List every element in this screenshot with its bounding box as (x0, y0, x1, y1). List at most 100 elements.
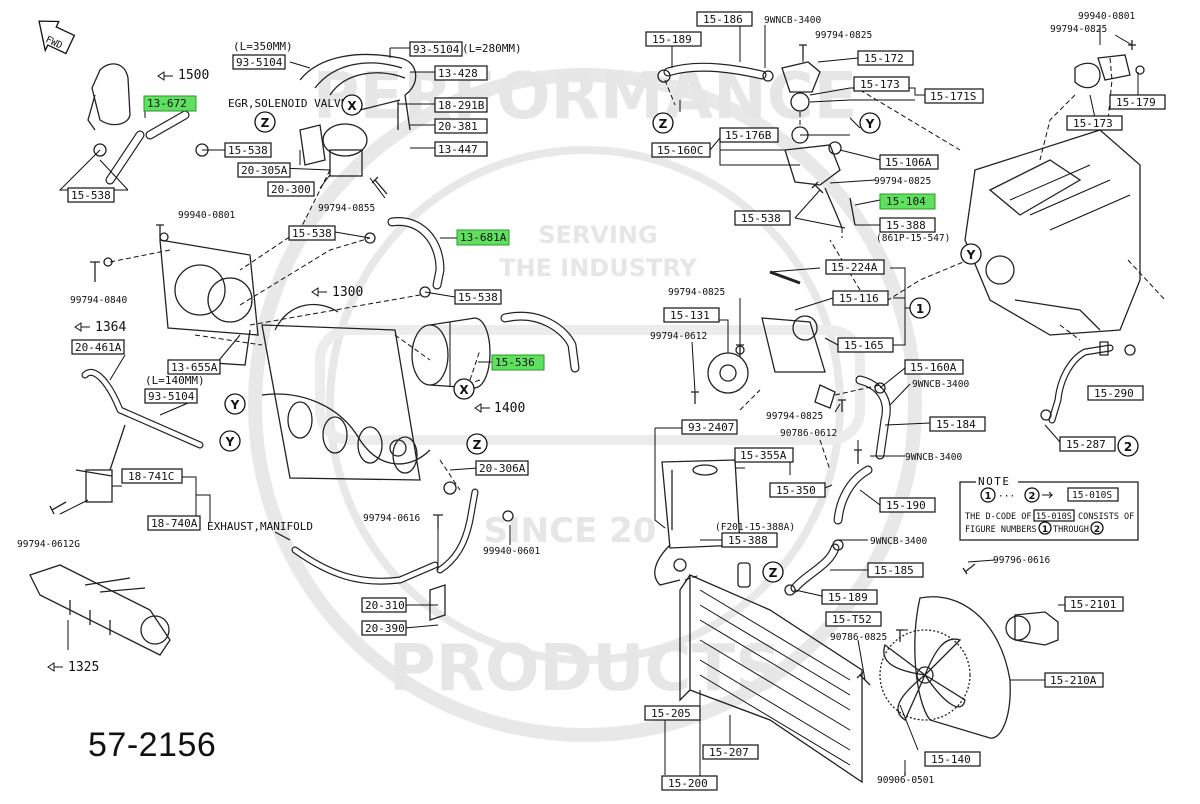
part-18-741C: 18-741C (128, 470, 174, 483)
bolt-99794-0855: 99794-0855 (318, 203, 375, 214)
bolt-99794-0825-a: 99794-0825 (815, 30, 872, 41)
part-15-224A: 15-224A (831, 261, 878, 274)
part-15-189-b: 15-189 (828, 591, 868, 604)
left-part-boxes: 93-5104 93-5104 13-428 18-291B 20-381 13… (67, 41, 545, 636)
length-140: (L=140MM) (145, 374, 205, 387)
bolt-9wncb-3400-b: 9WNCB-3400 (912, 379, 969, 390)
part-15-200: 15-200 (668, 777, 708, 790)
part-15-160A: 15-160A (910, 361, 957, 374)
watermark-since: SINCE 20 (484, 511, 657, 551)
note-circle-2: 2 (1029, 491, 1036, 502)
egr-label: EGR,SOLENOID VALVE (228, 97, 347, 110)
bolt-9wncb-3400-c: 9WNCB-3400 (905, 452, 962, 463)
ref-1325: 1325 (68, 660, 99, 675)
part-15-538-c: 15-538 (292, 227, 332, 240)
ref-arrow-icons (47, 71, 490, 672)
part-15-173-b: 15-173 (1073, 117, 1113, 130)
part-15-538-d: 15-538 (458, 291, 498, 304)
part-15-287: 15-287 (1066, 438, 1106, 451)
exhaust-label: EXHAUST,MANIFOLD (207, 520, 313, 533)
bolt-99794-0825-d: 99794-0825 (766, 411, 823, 422)
part-20-390: 20-390 (365, 622, 405, 635)
bolt-99794-0825-c: 99794-0825 (668, 287, 725, 298)
fwd-arrow-icon: FWD (38, 20, 76, 55)
bolt-99794-0616: 99794-0616 (363, 513, 420, 524)
watermark-industry: THE INDUSTRY (499, 254, 697, 282)
part-15-172: 15-172 (864, 52, 904, 65)
part-15-T52: 15-T52 (832, 613, 872, 626)
part-15-388-b: 15-388 (728, 534, 768, 547)
note-circle-4: 2 (1094, 525, 1100, 535)
part-13-428: 13-428 (438, 67, 478, 80)
bolt-99794-0612G: 99794-0612G (17, 539, 80, 550)
right-callouts: Z Y Y 1 Z 2 (652, 112, 1139, 583)
part-15-165: 15-165 (844, 339, 884, 352)
part-15-190: 15-190 (886, 499, 926, 512)
bolt-99940-0801: 99940-0801 (1078, 11, 1135, 22)
bolt-9wncb-3400-a: 9WNCB-3400 (764, 15, 821, 26)
part-15-176B: 15-176B (725, 129, 772, 142)
part-15-189-a: 15-189 (652, 33, 692, 46)
part-18-740A: 18-740A (151, 517, 198, 530)
part-15-116: 15-116 (839, 292, 879, 305)
part-13-447: 13-447 (438, 143, 478, 156)
length-280: (L=280MM) (462, 42, 522, 55)
part-15-350: 15-350 (776, 484, 816, 497)
ref-1364: 1364 (95, 320, 126, 335)
part-20-305A: 20-305A (241, 164, 288, 177)
left-parts-drawing (29, 53, 580, 656)
bolt-99940-0801: 99940-0801 (178, 210, 235, 221)
subref-f201: (F201-15-388A) (715, 522, 795, 533)
bolt-90906-0501: 90906-0501 (877, 775, 934, 786)
part-15-207: 15-207 (709, 746, 749, 759)
note-line2b: THROUGH (1053, 525, 1089, 535)
callout-y-1: Y (230, 398, 240, 412)
part-15-179: 15-179 (1116, 96, 1156, 109)
part-15-536-highlighted: 15-536 (495, 356, 535, 369)
callout-z-3: Z (659, 117, 668, 131)
part-15-388-a: 15-388 (886, 219, 926, 232)
part-13-655A: 13-655A (171, 361, 218, 374)
right-bolt-labels: 9WNCB-3400 99794-0825 99794-0825 (861P-1… (650, 11, 1136, 786)
part-15-355A: 15-355A (740, 449, 787, 462)
fan-icon (883, 638, 966, 721)
left-labels: (L=350MM) (L=280MM) (L=140MM) EGR,SOLENO… (17, 40, 540, 675)
note-line2: FIGURE NUMBERS (965, 525, 1037, 535)
bolt-90786-0612: 90786-0612 (780, 428, 837, 439)
right-bolt-icons (691, 40, 1136, 776)
subref-861p: (861P-15-547) (876, 233, 950, 244)
part-15-538-a: 15-538 (228, 144, 268, 157)
part-15-160C: 15-160C (657, 144, 703, 157)
part-13-672-highlighted: 13-672 (147, 97, 187, 110)
part-15-186: 15-186 (703, 13, 743, 26)
callout-x-1: X (347, 99, 357, 113)
part-15-140: 15-140 (931, 753, 971, 766)
left-callouts: X Z X Y Y Z (219, 94, 488, 455)
note-circle-1: 1 (985, 491, 992, 502)
part-15-171S: 15-171S (930, 90, 976, 103)
part-15-2101: 15-2101 (1070, 598, 1116, 611)
bolt-99940-0601: 99940-0601 (483, 546, 540, 557)
note-dots: ··· (998, 491, 1015, 502)
note-box: NOTE 1 ··· 2 15-010S THE D-CODE OF 15-01… (959, 475, 1139, 541)
part-15-205: 15-205 (651, 707, 691, 720)
note-line1: THE D-CODE OF (965, 512, 1032, 522)
part-20-381: 20-381 (438, 120, 478, 133)
part-18-291B: 18-291B (438, 99, 485, 112)
note-line1b: CONSISTS OF (1078, 512, 1134, 522)
callout-y-4: Y (966, 248, 976, 262)
callout-y-3: Y (865, 117, 875, 131)
bolt-99794-0825-b: 99794-0825 (874, 176, 931, 187)
watermark-serving: SERVING (538, 221, 657, 249)
note-circle-3: 1 (1042, 525, 1048, 535)
part-15-131: 15-131 (670, 309, 710, 322)
right-part-boxes: 15-186 15-189 15-172 15-173 15-171S 15-1… (644, 11, 1166, 791)
part-20-461A: 20-461A (75, 341, 122, 354)
callout-z-4: Z (769, 566, 778, 580)
part-93-5104-c: 93-5104 (148, 390, 195, 403)
part-15-173-a: 15-173 (860, 78, 900, 91)
ref-1400: 1400 (494, 401, 525, 416)
part-20-310: 20-310 (365, 599, 405, 612)
